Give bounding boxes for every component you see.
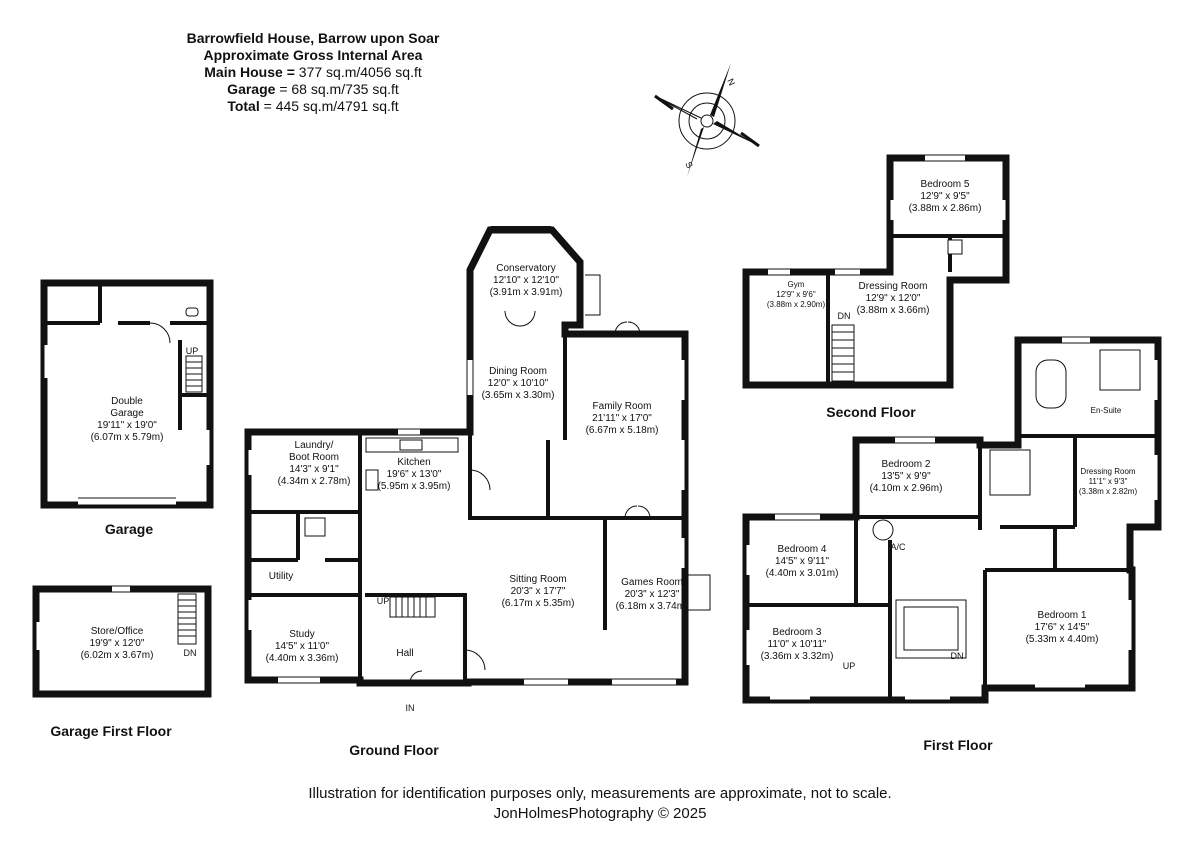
marker-up-garage: UP: [185, 346, 199, 356]
room-laundry: Laundry/ Boot Room 14'3" x 9'1" (4.34m x…: [277, 440, 351, 487]
room-utility: Utility: [268, 571, 294, 582]
property-title: Barrowfield House, Barrow upon Soar: [186, 30, 440, 46]
room-double-garage: Double Garage 19'11" x 19'0" (6.07m x 5.…: [90, 396, 164, 443]
room-gym: Gym 12'9" x 9'6" (3.88m x 2.90m): [766, 280, 826, 309]
area-total: Total = 445 sq.m/4791 sq.ft: [227, 98, 399, 114]
floor-label-garage: Garage: [104, 521, 154, 537]
marker-ac: A/C: [890, 542, 906, 552]
marker-dn-first: DN: [950, 651, 964, 661]
floor-label-second: Second Floor: [826, 404, 916, 420]
floor-label-garage-first: Garage First Floor: [50, 723, 172, 739]
room-dining: Dining Room 12'0" x 10'10" (3.65m x 3.30…: [481, 366, 555, 401]
room-en-suite: En-Suite: [1090, 406, 1122, 415]
room-hall: Hall: [396, 648, 414, 659]
marker-dn-second: DN: [837, 311, 851, 321]
marker-in: IN: [405, 703, 415, 713]
garage-first-floor-plan: [32, 585, 212, 698]
room-sitting: Sitting Room 20'3" x 17'7" (6.17m x 5.35…: [501, 574, 575, 609]
area-summary: Barrowfield House, Barrow upon Soar Appr…: [187, 30, 440, 115]
credit-text: JonHolmesPhotography © 2025: [493, 805, 707, 822]
room-family: Family Room 21'11" x 17'0" (6.67m x 5.18…: [585, 401, 659, 436]
ground-floor-plan: [244, 226, 711, 687]
marker-dn-store: DN: [183, 648, 197, 658]
room-conservatory: Conservatory 12'10" x 12'10" (3.91m x 3.…: [489, 263, 563, 298]
room-dressing-room-first: Dressing Room 11'1" x 9'3" (3.38m x 2.82…: [1078, 467, 1138, 496]
disclaimer-text: Illustration for identification purposes…: [308, 785, 892, 802]
footer: Illustration for identification purposes…: [308, 784, 891, 824]
room-bedroom-2: Bedroom 2 13'5" x 9'9" (4.10m x 2.96m): [869, 459, 943, 494]
compass-rose: [654, 63, 760, 177]
room-bedroom-1: Bedroom 1 17'6" x 14'5" (5.33m x 4.40m): [1025, 610, 1099, 645]
room-dressing-room-second: Dressing Room 12'9" x 12'0" (3.88m x 3.6…: [856, 281, 930, 316]
marker-up-ground: UP: [376, 596, 390, 606]
floor-label-ground: Ground Floor: [349, 742, 439, 758]
area-main-house: Main House = 377 sq.m/4056 sq.ft: [204, 64, 422, 80]
area-subtitle: Approximate Gross Internal Area: [203, 47, 423, 63]
room-bedroom-5: Bedroom 5 12'9" x 9'5" (3.88m x 2.86m): [908, 179, 982, 214]
garage-plan: [40, 279, 214, 509]
room-bedroom-4: Bedroom 4 14'5" x 9'11" (4.40m x 3.01m): [765, 544, 839, 579]
marker-up-first: UP: [842, 661, 856, 671]
second-floor-plan: [742, 154, 1010, 389]
first-floor-plan: [742, 336, 1162, 704]
room-games: Games Room 20'3" x 12'3" (6.18m x 3.74m): [615, 577, 689, 612]
floor-label-first: First Floor: [923, 737, 993, 753]
room-store-office: Store/Office 19'9" x 12'0" (6.02m x 3.67…: [80, 626, 154, 661]
room-bedroom-3: Bedroom 3 11'0" x 10'11" (3.36m x 3.32m): [760, 627, 834, 662]
room-kitchen: Kitchen 19'6" x 13'0" (5.95m x 3.95m): [377, 457, 451, 492]
room-study: Study 14'5" x 11'0" (4.40m x 3.36m): [265, 629, 339, 664]
area-garage: Garage = 68 sq.m/735 sq.ft: [227, 81, 399, 97]
